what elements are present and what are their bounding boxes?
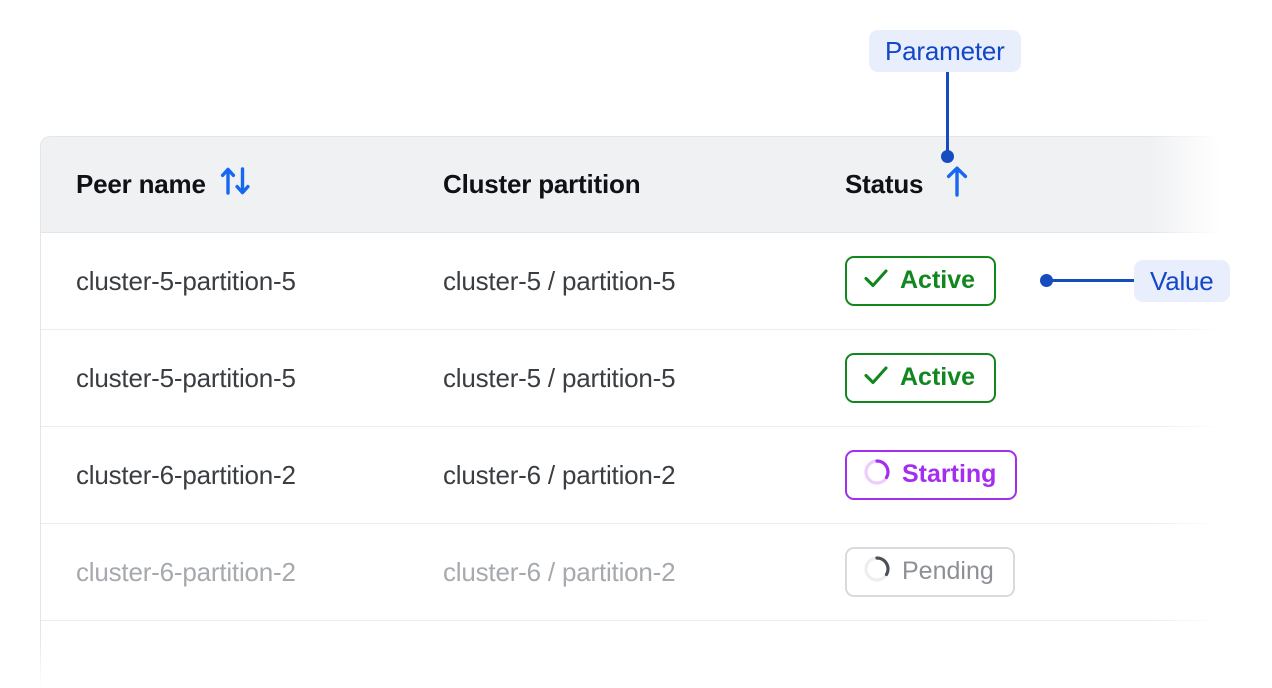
table-row[interactable]: cluster-6-partition-2 cluster-6 / partit… bbox=[41, 524, 1219, 621]
column-header-label: Status bbox=[845, 169, 924, 199]
column-header-cluster-partition[interactable]: Cluster partition bbox=[443, 169, 845, 200]
sort-updown-icon[interactable] bbox=[220, 163, 252, 206]
annotation-connector-value bbox=[1048, 279, 1136, 282]
status-badge-active: Active bbox=[845, 256, 997, 306]
status-label: Active bbox=[900, 265, 976, 294]
annotation-label-parameter: Parameter bbox=[869, 30, 1021, 72]
annotation-connector-parameter bbox=[946, 72, 949, 154]
table-row[interactable]: cluster-5-partition-5 cluster-5 / partit… bbox=[41, 330, 1219, 427]
status-badge-pending: Pending bbox=[845, 547, 1015, 597]
annotation-dot-parameter bbox=[941, 150, 954, 163]
peers-table-container: Peer name Cluster partition Status bbox=[40, 136, 1220, 688]
table-header-row: Peer name Cluster partition Status bbox=[41, 137, 1219, 233]
annotation-dot-value bbox=[1040, 274, 1053, 287]
cell-status: Active bbox=[845, 256, 1185, 306]
column-header-status[interactable]: Status bbox=[845, 164, 1185, 205]
annotation-label-value: Value bbox=[1134, 260, 1230, 302]
cell-cluster-partition: cluster-6 / partition-2 bbox=[443, 556, 676, 587]
cell-peer-name: cluster-5-partition-5 bbox=[76, 265, 296, 296]
table-row-partial[interactable] bbox=[41, 621, 1219, 688]
cell-peer-name: cluster-6-partition-2 bbox=[76, 459, 296, 490]
check-icon bbox=[863, 267, 889, 296]
cell-cluster-partition: cluster-5 / partition-5 bbox=[443, 265, 676, 296]
spinner-icon bbox=[863, 555, 891, 590]
table-row[interactable]: cluster-5-partition-5 cluster-5 / partit… bbox=[41, 233, 1219, 330]
status-label: Active bbox=[900, 362, 976, 391]
cell-cluster-partition: cluster-6 / partition-2 bbox=[443, 459, 676, 490]
cell-status: Starting bbox=[845, 450, 1185, 500]
status-label: Starting bbox=[902, 459, 997, 488]
column-header-label: Cluster partition bbox=[443, 169, 641, 199]
column-header-label: Peer name bbox=[76, 169, 206, 199]
status-label: Pending bbox=[902, 556, 994, 585]
spinner-icon bbox=[863, 458, 891, 493]
cell-peer-name: cluster-5-partition-5 bbox=[76, 362, 296, 393]
peers-table: Peer name Cluster partition Status bbox=[40, 136, 1220, 688]
column-header-peer-name[interactable]: Peer name bbox=[41, 163, 443, 206]
status-badge-active: Active bbox=[845, 353, 997, 403]
cell-status: Pending bbox=[845, 547, 1185, 597]
cell-cluster-partition: cluster-5 / partition-5 bbox=[443, 362, 676, 393]
status-badge-starting: Starting bbox=[845, 450, 1018, 500]
table-row[interactable]: cluster-6-partition-2 cluster-6 / partit… bbox=[41, 427, 1219, 524]
check-icon bbox=[863, 364, 889, 393]
sort-up-icon[interactable] bbox=[943, 164, 971, 205]
cell-peer-name: cluster-6-partition-2 bbox=[76, 556, 296, 587]
cell-status: Active bbox=[845, 353, 1185, 403]
